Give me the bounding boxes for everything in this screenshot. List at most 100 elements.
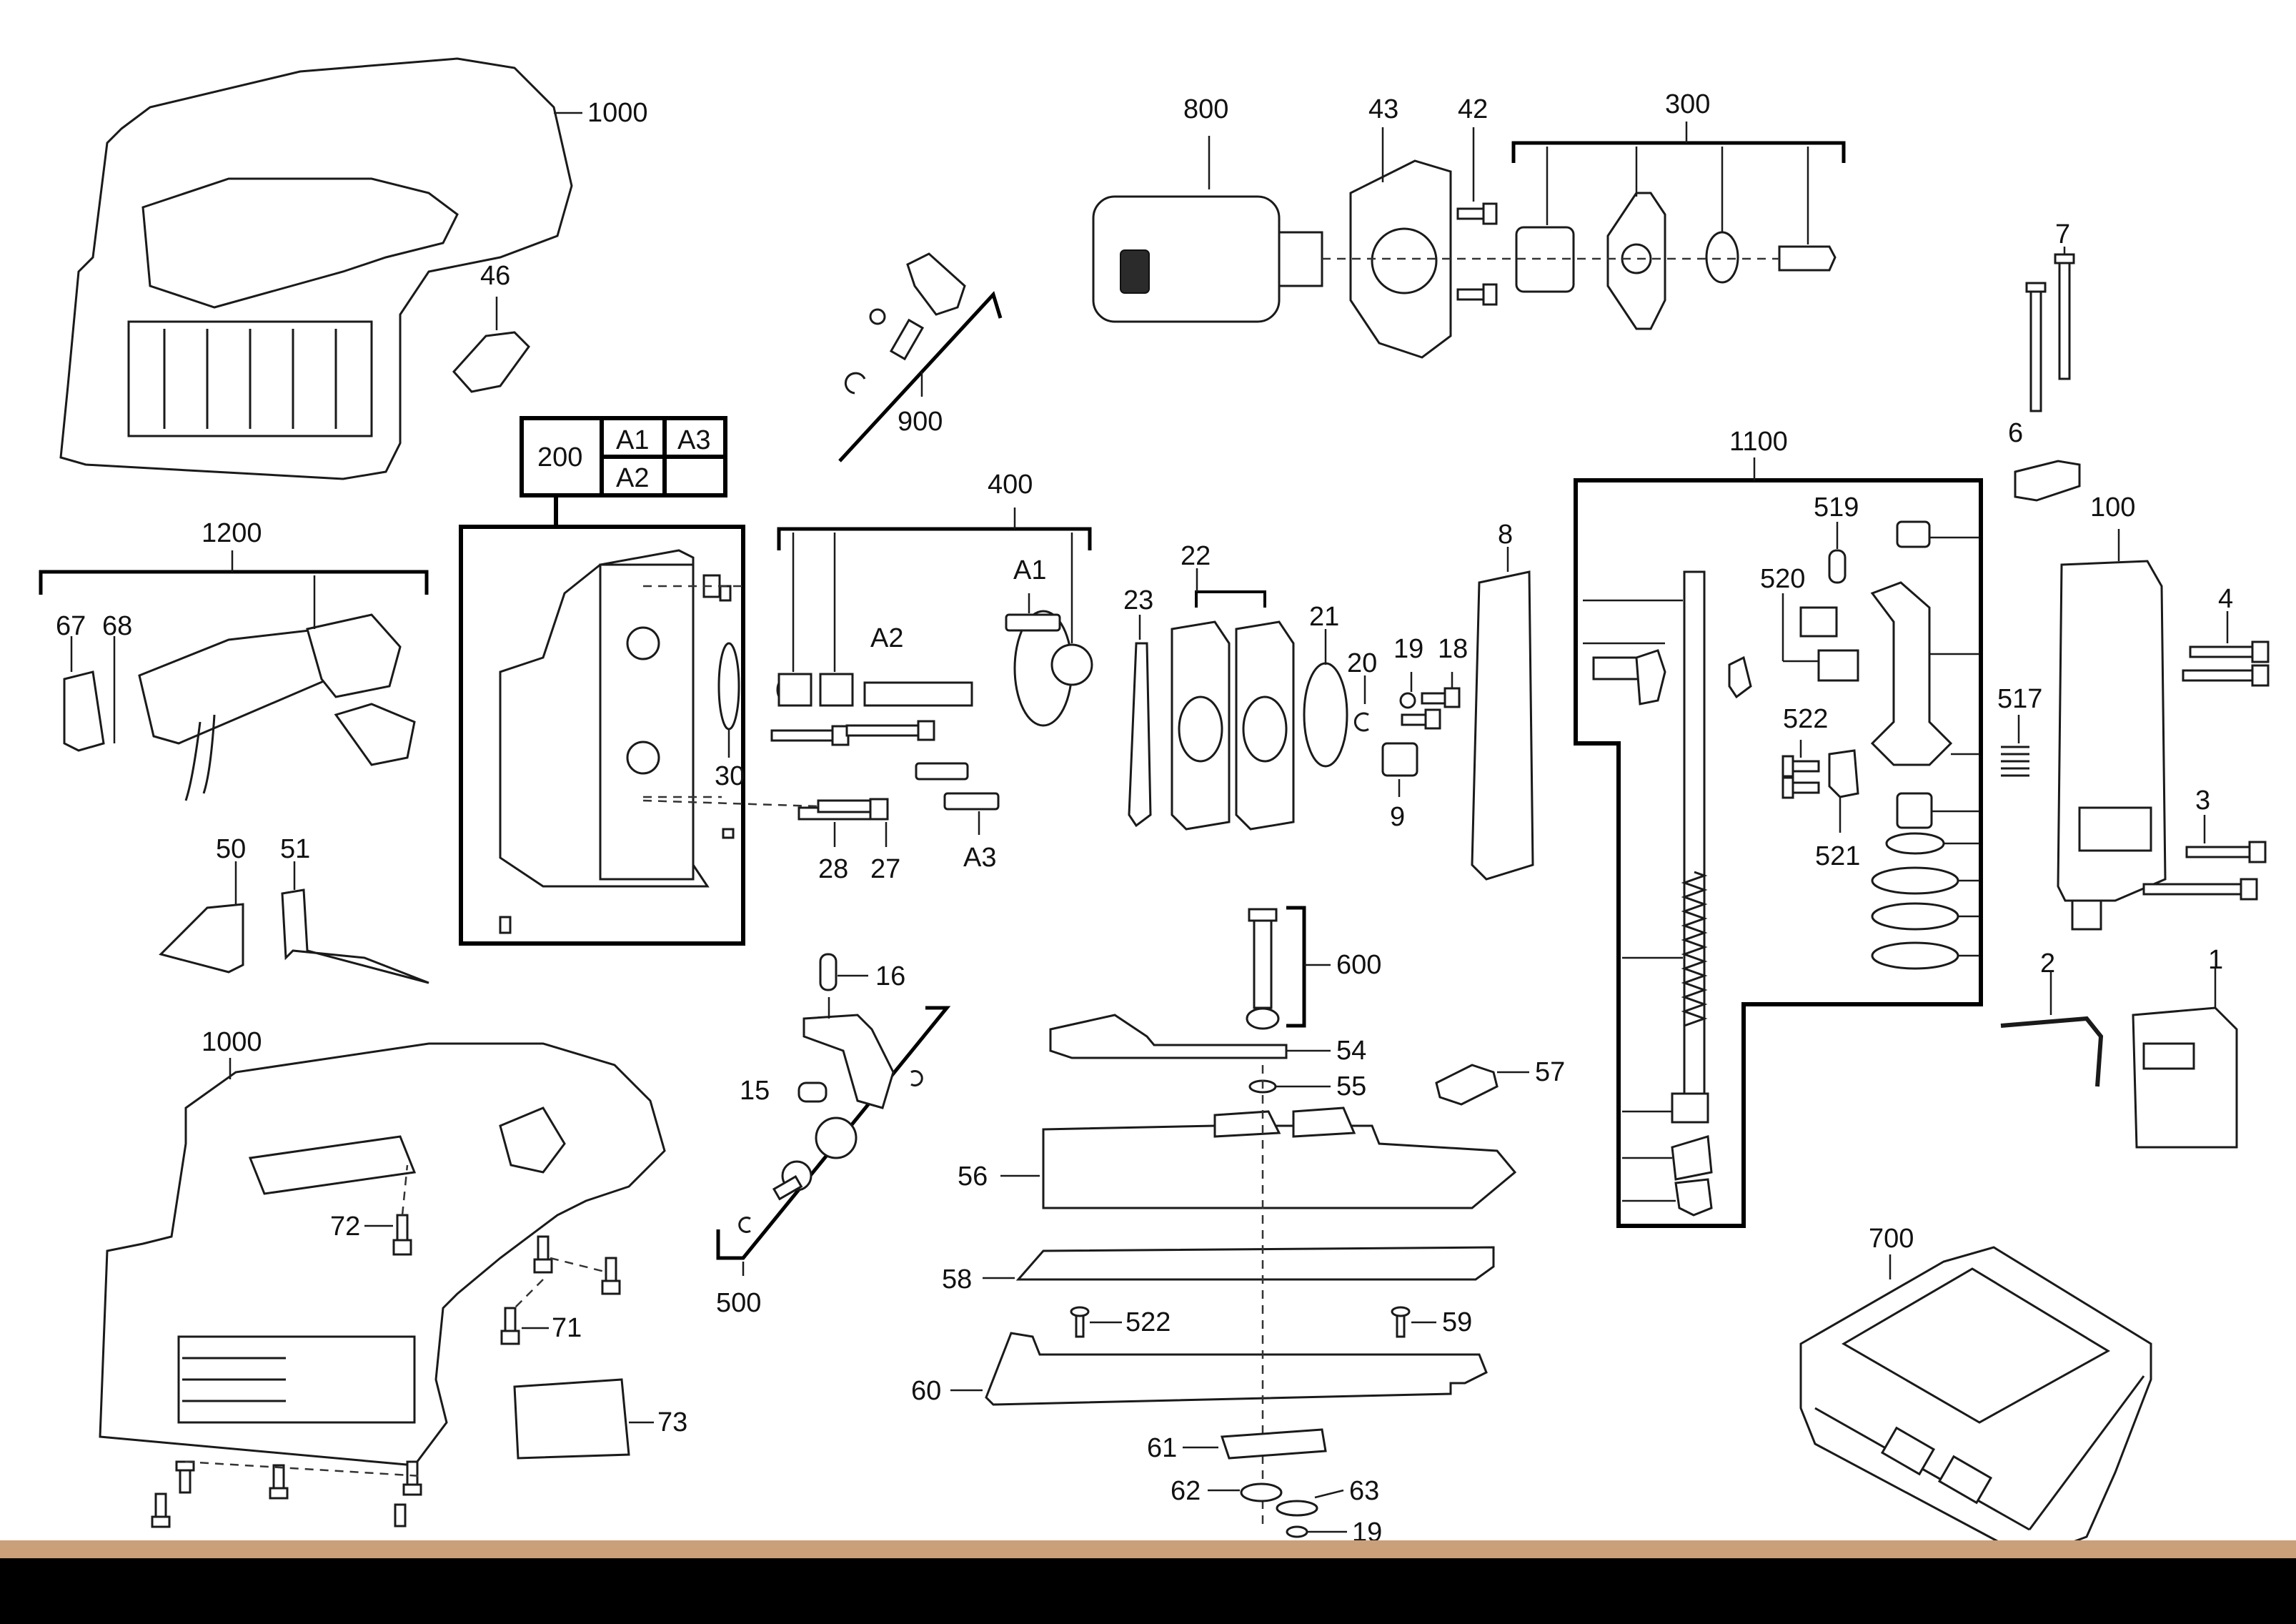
label-55: 55 xyxy=(1336,1071,1366,1101)
label-30: 30 xyxy=(715,761,745,791)
label-600: 600 xyxy=(1336,950,1381,980)
bottom-edge-band xyxy=(0,1540,2296,1558)
label-900: 900 xyxy=(898,407,943,437)
part-43-motor-bracket xyxy=(1349,127,1452,359)
plunger-assembly-1100 xyxy=(1574,457,1983,1228)
label-58: 58 xyxy=(942,1264,972,1294)
label-7: 7 xyxy=(2055,219,2070,249)
label-28: 28 xyxy=(818,854,848,884)
part-500-clamp-kit xyxy=(716,953,951,1276)
part-63-washer xyxy=(1276,1489,1344,1517)
label-a1-box: A1 xyxy=(616,425,649,455)
switch-assembly-1200 xyxy=(39,550,429,801)
label-520: 520 xyxy=(1760,564,1805,594)
part-100-front-housing xyxy=(2057,529,2167,931)
part-50-wedge xyxy=(159,861,244,974)
part-6-bracket xyxy=(2014,460,2081,502)
part-400-gear-kit xyxy=(776,508,1093,727)
label-61: 61 xyxy=(1147,1433,1177,1463)
label-20: 20 xyxy=(1347,648,1377,678)
part-7-pins xyxy=(2025,247,2075,412)
part-51-clip xyxy=(281,861,429,984)
label-400: 400 xyxy=(988,470,1033,500)
label-1000-bottom: 1000 xyxy=(202,1027,262,1057)
part-8-blade-guard xyxy=(1471,547,1534,881)
label-51: 51 xyxy=(280,834,310,864)
part-20-clip xyxy=(1353,675,1369,732)
part-19-washer xyxy=(1286,1525,1347,1538)
label-517: 517 xyxy=(1997,684,2042,714)
label-15: 15 xyxy=(740,1076,770,1106)
label-43: 43 xyxy=(1368,94,1398,124)
label-22: 22 xyxy=(1181,541,1211,571)
housing-bottom-screws xyxy=(151,1460,422,1528)
part-21-cam xyxy=(1303,629,1348,768)
kit-table-200 xyxy=(520,416,727,525)
label-67: 67 xyxy=(56,611,86,641)
gear-housing-assembly xyxy=(459,525,745,946)
pins-a3 xyxy=(915,762,1000,835)
label-19-top: 19 xyxy=(1393,634,1423,664)
part-42-screws xyxy=(1456,127,1498,306)
part-46-button xyxy=(452,297,530,393)
label-1100: 1100 xyxy=(1729,427,1788,457)
label-63: 63 xyxy=(1349,1476,1379,1506)
part-73-label-plate xyxy=(513,1378,654,1460)
label-3: 3 xyxy=(2195,786,2210,816)
part-60-base xyxy=(950,1065,1488,1530)
part-520-blocks xyxy=(1781,593,1859,682)
label-9: 9 xyxy=(1390,802,1405,832)
part-19-18-screws xyxy=(1399,672,1461,730)
roller-stack xyxy=(1871,792,1979,970)
part-519-pin xyxy=(1828,522,1847,584)
label-16: 16 xyxy=(875,961,905,991)
part-300-fan-assembly xyxy=(1322,122,1846,330)
label-27: 27 xyxy=(870,854,900,884)
part-600-bolt-kit xyxy=(1246,906,1331,1030)
motor-800 xyxy=(1092,136,1323,323)
label-62: 62 xyxy=(1171,1476,1201,1506)
label-200: 200 xyxy=(537,442,582,472)
label-73: 73 xyxy=(657,1407,687,1437)
label-800: 800 xyxy=(1183,94,1228,124)
label-60: 60 xyxy=(911,1376,941,1406)
label-2: 2 xyxy=(2040,949,2055,979)
label-71: 71 xyxy=(552,1313,582,1343)
label-700: 700 xyxy=(1869,1224,1914,1254)
label-a3: A3 xyxy=(963,843,996,873)
part-30-disc xyxy=(717,642,740,758)
label-57: 57 xyxy=(1535,1057,1565,1087)
label-56: 56 xyxy=(958,1162,988,1192)
part-522-59-screws xyxy=(1070,1306,1436,1338)
label-521: 521 xyxy=(1815,841,1860,871)
label-a1: A1 xyxy=(1013,555,1046,585)
parts-28-27-screws xyxy=(642,720,935,847)
part-72-screw xyxy=(364,1164,412,1256)
label-68: 68 xyxy=(102,611,132,641)
label-522-bottom: 522 xyxy=(1125,1307,1171,1337)
label-72: 72 xyxy=(330,1212,360,1242)
label-a3-box: A3 xyxy=(677,425,710,455)
part-517-springs xyxy=(2001,715,2029,777)
part-9-bushing xyxy=(1381,742,1418,797)
part-61-shoe-block xyxy=(1183,1428,1327,1460)
part-3-screws xyxy=(2142,815,2267,901)
label-54: 54 xyxy=(1336,1036,1366,1066)
part-700-carry-case xyxy=(1799,1246,2152,1560)
label-1: 1 xyxy=(2208,945,2223,975)
label-6: 6 xyxy=(2008,418,2023,448)
label-a2-box: A2 xyxy=(616,463,649,493)
label-522-top: 522 xyxy=(1783,704,1828,734)
part-56-base-upper xyxy=(1000,1106,1517,1209)
part-1-end-cap xyxy=(2132,969,2238,1149)
label-8: 8 xyxy=(1498,520,1513,550)
part-2-wire-clip xyxy=(2000,972,2104,1087)
label-18: 18 xyxy=(1438,634,1468,664)
label-1000-top: 1000 xyxy=(587,98,648,128)
label-42: 42 xyxy=(1458,94,1488,124)
label-1200: 1200 xyxy=(202,518,262,548)
label-a2: A2 xyxy=(870,623,903,653)
housing-half-right xyxy=(59,57,582,480)
label-50: 50 xyxy=(216,834,246,864)
housing-half-left xyxy=(99,1042,666,1467)
